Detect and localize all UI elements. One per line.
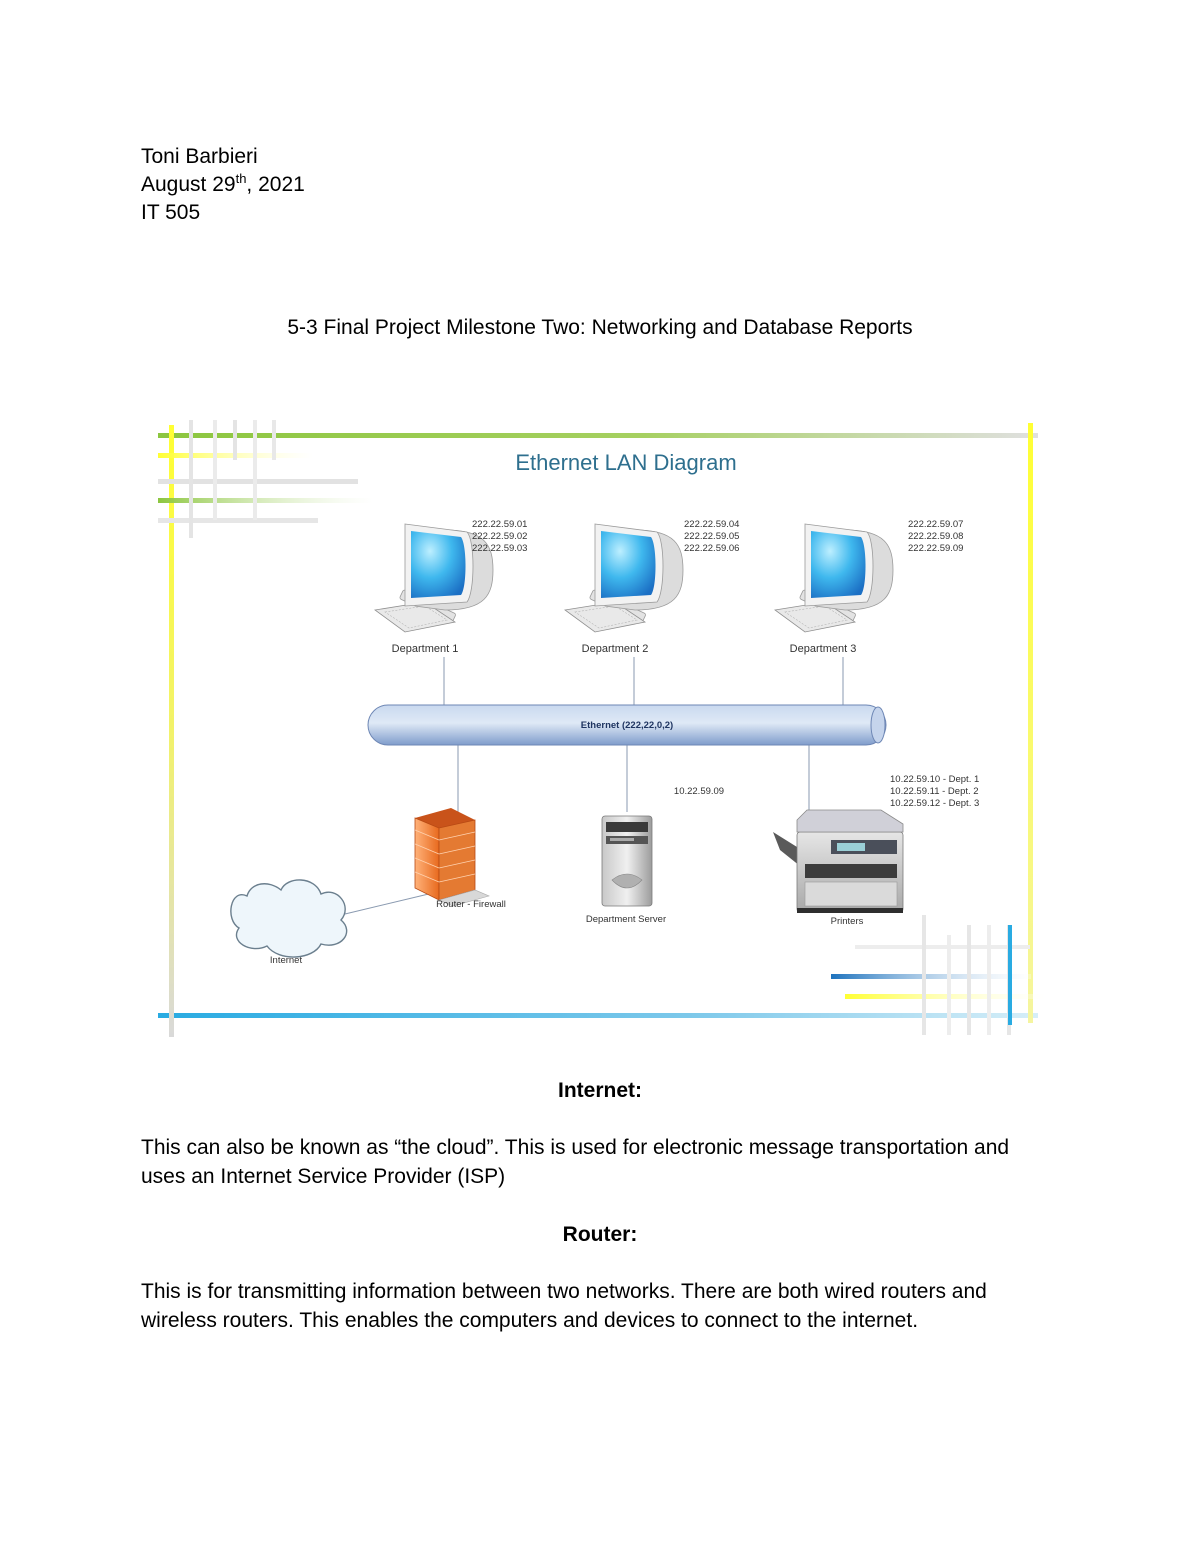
internet-description: This can also be known as “the cloud”. T… — [141, 1134, 1041, 1191]
printer-ip-2: 10.22.59.11 - Dept. 2 — [890, 786, 979, 797]
department-2-ip-1: 222.22.59.04 — [684, 519, 739, 530]
department-3-ip-2: 222.22.59.08 — [908, 531, 963, 542]
ethernet-lan-diagram: Ethernet LAN Diagram 222.22.59.01 222.22… — [155, 420, 1050, 1045]
author-name: Toni Barbieri — [141, 145, 258, 168]
internet-cloud-icon — [230, 879, 348, 958]
router-heading: Router: — [562, 1223, 638, 1246]
department-2-ip-2: 222.22.59.05 — [684, 531, 739, 542]
connector-lines — [344, 657, 844, 915]
department-1-label: Department 1 — [392, 643, 459, 655]
department-server-label: Department Server — [586, 914, 666, 925]
date-suffix: th — [235, 171, 247, 186]
department-3-ip-1: 222.22.59.07 — [908, 519, 963, 530]
router-description-line: This is for transmitting information bet… — [141, 1280, 987, 1303]
printer-ip-3: 10.22.59.12 - Dept. 3 — [890, 798, 979, 809]
ethernet-bus-label: Ethernet (222,22,0,2) — [581, 720, 673, 731]
ethernet-bus: Ethernet (222,22,0,2) — [367, 704, 887, 746]
course-code: IT 505 — [141, 201, 201, 224]
router-firewall-icon — [414, 808, 490, 907]
document-date: August 29th, 2021 — [141, 171, 305, 199]
internet-description-line: uses an Internet Service Provider (ISP) — [141, 1164, 506, 1188]
department-3-computer-icon — [774, 523, 894, 633]
document-header: Toni Barbieri August 29th, 2021 IT 505 — [141, 143, 305, 227]
department-2-computer-icon — [564, 523, 684, 633]
diagram-canvas: Ethernet LAN Diagram 222.22.59.01 222.22… — [158, 420, 1045, 1037]
printer-ip-1: 10.22.59.10 - Dept. 1 — [890, 774, 979, 785]
department-2-ips: 222.22.59.04 222.22.59.05 222.22.59.06 — [684, 519, 739, 554]
server-ip: 10.22.59.09 — [674, 786, 724, 797]
date-month-day: August 29 — [141, 173, 236, 196]
router-firewall-label: Router - Firewall — [436, 899, 506, 910]
department-2-label: Department 2 — [582, 643, 649, 655]
diagram-title: Ethernet LAN Diagram — [515, 450, 736, 475]
department-3-ip-3: 222.22.59.09 — [908, 543, 963, 554]
internet-description-line: This can also be known as “the cloud”. T… — [141, 1136, 1010, 1159]
department-3-ips: 222.22.59.07 222.22.59.08 222.22.59.09 — [908, 519, 963, 554]
department-2-ip-3: 222.22.59.06 — [684, 543, 739, 554]
department-server-icon — [601, 815, 653, 907]
printer-ips: 10.22.59.10 - Dept. 1 10.22.59.11 - Dept… — [890, 774, 979, 809]
printers-label: Printers — [831, 916, 864, 927]
router-description: This is for transmitting information bet… — [141, 1278, 1041, 1335]
date-year: , 2021 — [246, 173, 305, 196]
decorative-frame — [158, 420, 1045, 1037]
department-1-ip-3: 222.22.59.03 — [472, 543, 527, 554]
department-1-ip-2: 222.22.59.02 — [472, 531, 527, 542]
router-description-line: wireless routers. This enables the compu… — [141, 1308, 919, 1332]
document-title: 5-3 Final Project Milestone Two: Network… — [287, 316, 913, 339]
internet-heading: Internet: — [558, 1079, 642, 1102]
department-1-ip-1: 222.22.59.01 — [472, 519, 527, 530]
printers-icon — [773, 809, 904, 913]
internet-label: Internet — [270, 955, 303, 966]
department-1-ips: 222.22.59.01 222.22.59.02 222.22.59.03 — [472, 519, 527, 554]
department-3-label: Department 3 — [790, 643, 857, 655]
